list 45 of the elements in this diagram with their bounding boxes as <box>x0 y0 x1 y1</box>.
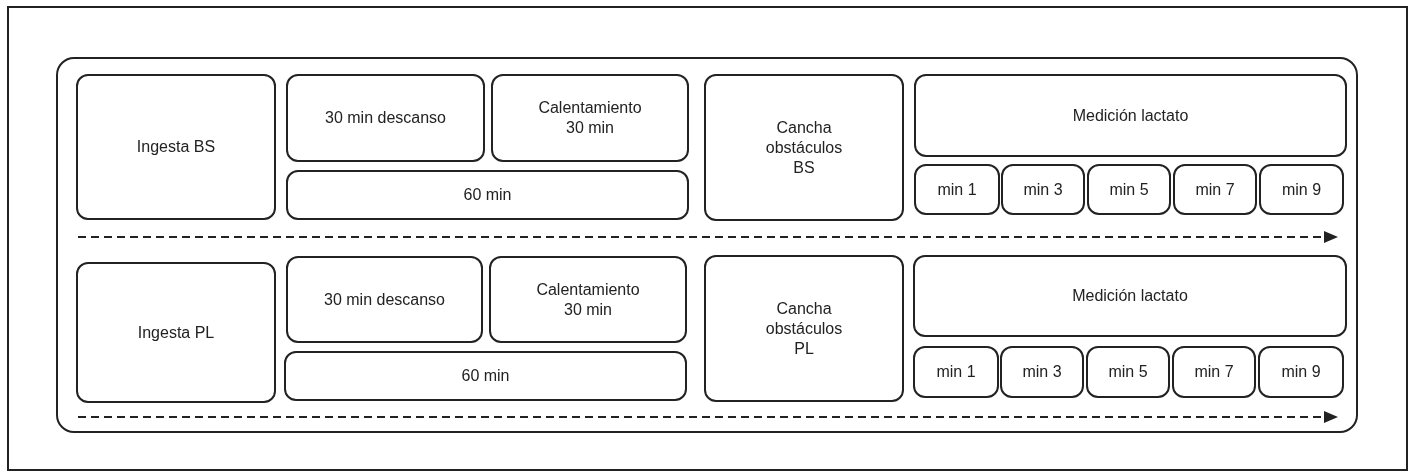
step-box <box>76 262 276 403</box>
step-box <box>1258 346 1344 398</box>
group-frame <box>56 57 1358 433</box>
step-box <box>489 256 687 343</box>
step-box <box>1000 346 1084 398</box>
step-label: Ingesta PL <box>137 322 215 343</box>
step-label: Cancha obstáculos BS <box>764 117 844 178</box>
step-label: min 3 <box>1022 362 1062 382</box>
step-label: min 5 <box>1108 362 1148 382</box>
step-box <box>913 255 1347 337</box>
step-box <box>284 351 687 401</box>
step-label: 30 min descanso <box>324 289 445 310</box>
step-box <box>914 74 1347 157</box>
step-box <box>286 74 485 162</box>
step-label: 60 min <box>461 366 510 386</box>
step-label: Cancha obstáculos PL <box>764 298 844 359</box>
step-box <box>913 346 999 398</box>
step-label: min 7 <box>1195 179 1235 200</box>
step-box <box>286 170 689 220</box>
step-label: min 1 <box>936 362 976 382</box>
step-label: min 9 <box>1281 362 1321 382</box>
step-label: min 7 <box>1194 362 1234 382</box>
step-box <box>1173 164 1257 215</box>
step-box <box>704 74 904 221</box>
step-label: Medición lactato <box>1072 105 1189 126</box>
step-box <box>1172 346 1256 398</box>
step-box <box>491 74 689 162</box>
step-label: min 5 <box>1109 179 1149 200</box>
step-label: Calentamiento 30 min <box>535 279 641 320</box>
step-box <box>286 256 483 343</box>
step-label: Medición lactato <box>1072 286 1188 306</box>
step-box <box>914 164 1000 215</box>
step-label: min 1 <box>937 179 977 200</box>
step-box <box>76 74 276 220</box>
step-box <box>1001 164 1085 215</box>
step-label: min 3 <box>1023 179 1063 200</box>
step-label: min 9 <box>1281 179 1322 200</box>
step-box <box>1087 164 1171 215</box>
step-label: Ingesta BS <box>136 137 216 157</box>
step-box <box>1259 164 1344 215</box>
step-label: 60 min <box>463 185 512 205</box>
step-box <box>1086 346 1170 398</box>
step-label: 30 min descanso <box>325 108 446 128</box>
step-box <box>704 255 904 402</box>
step-label: Calentamiento 30 min <box>537 98 643 138</box>
